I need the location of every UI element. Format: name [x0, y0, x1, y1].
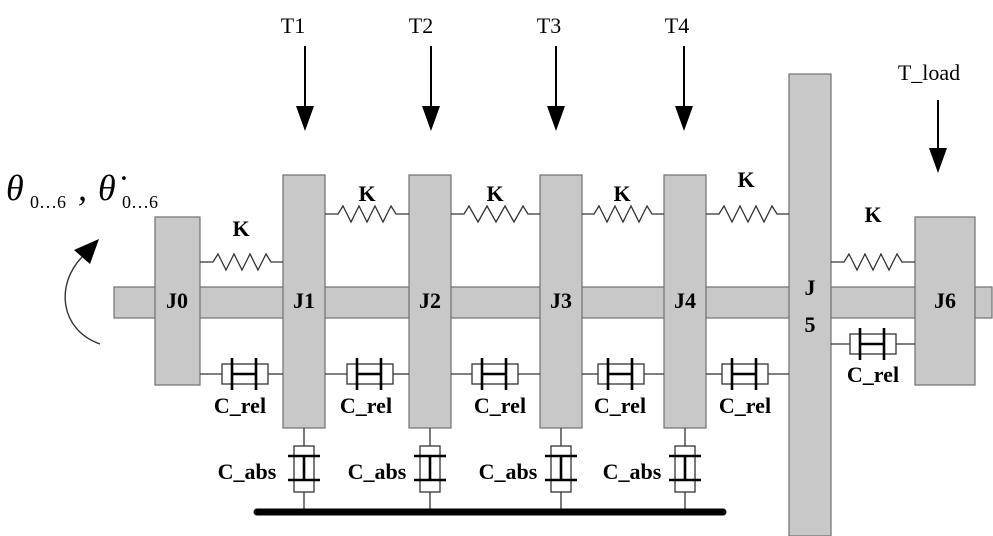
disk-j4 [663, 174, 707, 429]
damper-rel-4-5 [706, 358, 789, 390]
joint-label-j6: J6 [934, 288, 956, 313]
damper-abs-label-j3: C_abs [479, 459, 538, 484]
theta-subscript: 0…6 [30, 192, 66, 212]
torque-label-t1: T1 [281, 13, 305, 38]
spring-label-1-2: K [358, 181, 375, 206]
torque-arrow-t3 [547, 46, 565, 131]
damper-rel-label-0-1: C_rel [214, 393, 266, 418]
joint-label-j5-number: 5 [805, 312, 816, 337]
state-label: θ 0…6 , θ̇ 0…6 [6, 168, 158, 212]
damper-rel-3-4 [582, 358, 664, 390]
spring-4-5 [706, 204, 789, 224]
theta-dot-subscript: 0…6 [122, 192, 158, 212]
torque-arrow-t2 [422, 46, 440, 131]
torque-arrow-t1 [296, 46, 314, 131]
joint-label-j3: J3 [550, 288, 572, 313]
torque-arrow-t4 [675, 46, 693, 131]
damper-abs-j3 [545, 428, 577, 512]
torque-arrow-t-load [929, 100, 947, 173]
spring-label-4-5: K [737, 167, 754, 192]
disk-j0 [154, 216, 201, 386]
theta-symbol: θ [6, 168, 24, 208]
joint-label-j0: J0 [166, 288, 188, 313]
damper-rel-label-5-6: C_rel [847, 362, 899, 387]
damper-rel-0-1 [200, 358, 283, 390]
spring-3-4 [582, 204, 664, 224]
spring-5-6 [831, 252, 915, 272]
joint-label-j4: J4 [674, 288, 696, 313]
rotation-arrow-icon [64, 239, 101, 345]
damper-abs-j4 [669, 428, 701, 512]
damper-rel-label-4-5: C_rel [719, 393, 771, 418]
damper-abs-j1 [288, 428, 320, 512]
torque-label-t2: T2 [409, 13, 433, 38]
disk-j1 [282, 174, 326, 429]
spring-label-5-6: K [864, 202, 881, 227]
joint-label-j2: J2 [419, 288, 441, 313]
disk-j2 [408, 174, 452, 429]
torque-label-t3: T3 [537, 13, 561, 38]
damper-rel-label-3-4: C_rel [594, 393, 646, 418]
damper-abs-label-j4: C_abs [603, 459, 662, 484]
torque-label-t4: T4 [665, 13, 689, 38]
disk-j5 [788, 73, 832, 536]
spring-label-3-4: K [613, 181, 630, 206]
spring-2-3 [451, 204, 540, 224]
damper-rel-1-2 [325, 358, 409, 390]
damper-abs-label-j1: C_abs [218, 459, 277, 484]
damper-rel-5-6 [831, 328, 915, 360]
disk-j6 [914, 216, 976, 386]
state-comma: , [78, 168, 87, 208]
damper-rel-2-3 [451, 358, 540, 390]
spring-1-2 [325, 204, 409, 224]
spring-label-0-1: K [232, 216, 249, 241]
spring-0-1 [200, 252, 283, 272]
joint-label-j1: J1 [293, 288, 315, 313]
damper-rel-label-2-3: C_rel [474, 393, 526, 418]
damper-rel-label-1-2: C_rel [340, 393, 392, 418]
torque-label-t-load: T_load [898, 60, 960, 85]
spring-label-2-3: K [486, 181, 503, 206]
damper-abs-j2 [414, 428, 446, 512]
damper-abs-label-j2: C_abs [348, 459, 407, 484]
joint-label-j5-letter: J [805, 275, 816, 300]
